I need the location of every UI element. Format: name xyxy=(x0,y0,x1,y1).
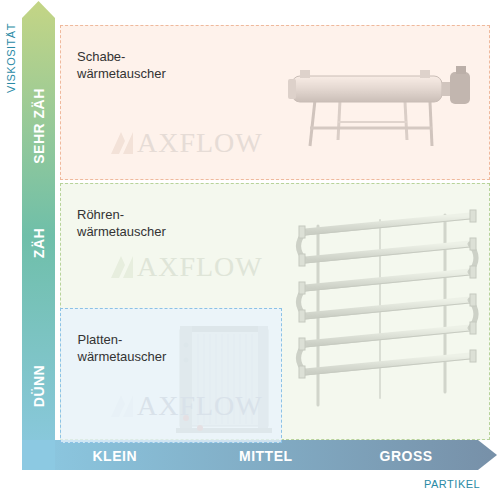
viscosity-axis xyxy=(22,1,55,470)
region-title: Platten- wärmetauscher xyxy=(78,331,198,365)
watermark: AXFLOW xyxy=(137,127,263,159)
axis-tick: KLEIN xyxy=(93,448,138,464)
axis-tick: MITTEL xyxy=(239,448,293,464)
region-title: Röhren- wärmetauscher xyxy=(77,206,207,240)
tubular-region: Röhren- wärmetauscherPlatten- wärmetausc… xyxy=(60,183,490,440)
axis-tick: GROSS xyxy=(380,448,433,464)
axis-tick: DÜNN xyxy=(31,365,47,407)
scraped-region: Schabe- wärmetauscher xyxy=(60,25,490,180)
axis-tick: ZÄH xyxy=(31,228,47,258)
particle-axis xyxy=(22,440,497,470)
watermark: AXFLOW xyxy=(137,390,263,422)
watermark: AXFLOW xyxy=(137,251,263,283)
axis-title: PARTIKEL xyxy=(424,478,480,490)
region-title: Schabe- wärmetauscher xyxy=(77,48,207,82)
axis-corner xyxy=(22,440,55,470)
plate-region: Platten- wärmetauscher xyxy=(60,308,282,443)
axis-tick: SEHR ZÄH xyxy=(30,88,46,164)
axis-title: VISKOSITÄT xyxy=(5,23,17,93)
